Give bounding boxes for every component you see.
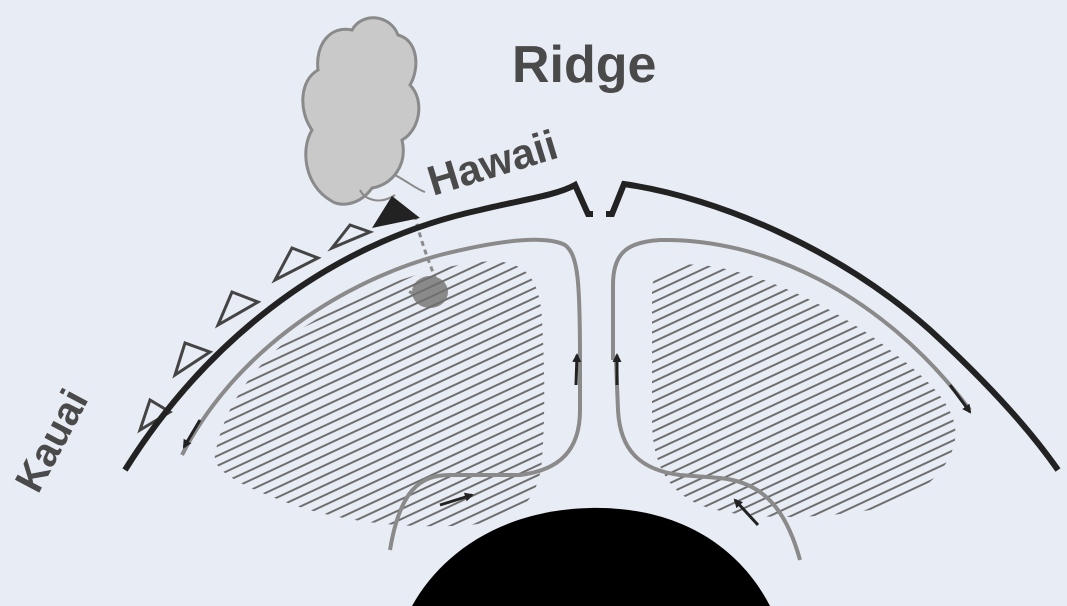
arrow-left-up xyxy=(576,355,577,385)
ridge-label: Ridge xyxy=(512,36,656,94)
eruption-plume xyxy=(303,18,425,204)
arrow-left-down xyxy=(184,420,200,447)
right-convection-cell xyxy=(652,264,956,516)
kauai-label: Kauai xyxy=(7,382,97,499)
left-convection-cell xyxy=(215,261,544,526)
hawaii-label: Hawaii xyxy=(422,121,563,205)
arrow-right-down xyxy=(950,385,970,412)
